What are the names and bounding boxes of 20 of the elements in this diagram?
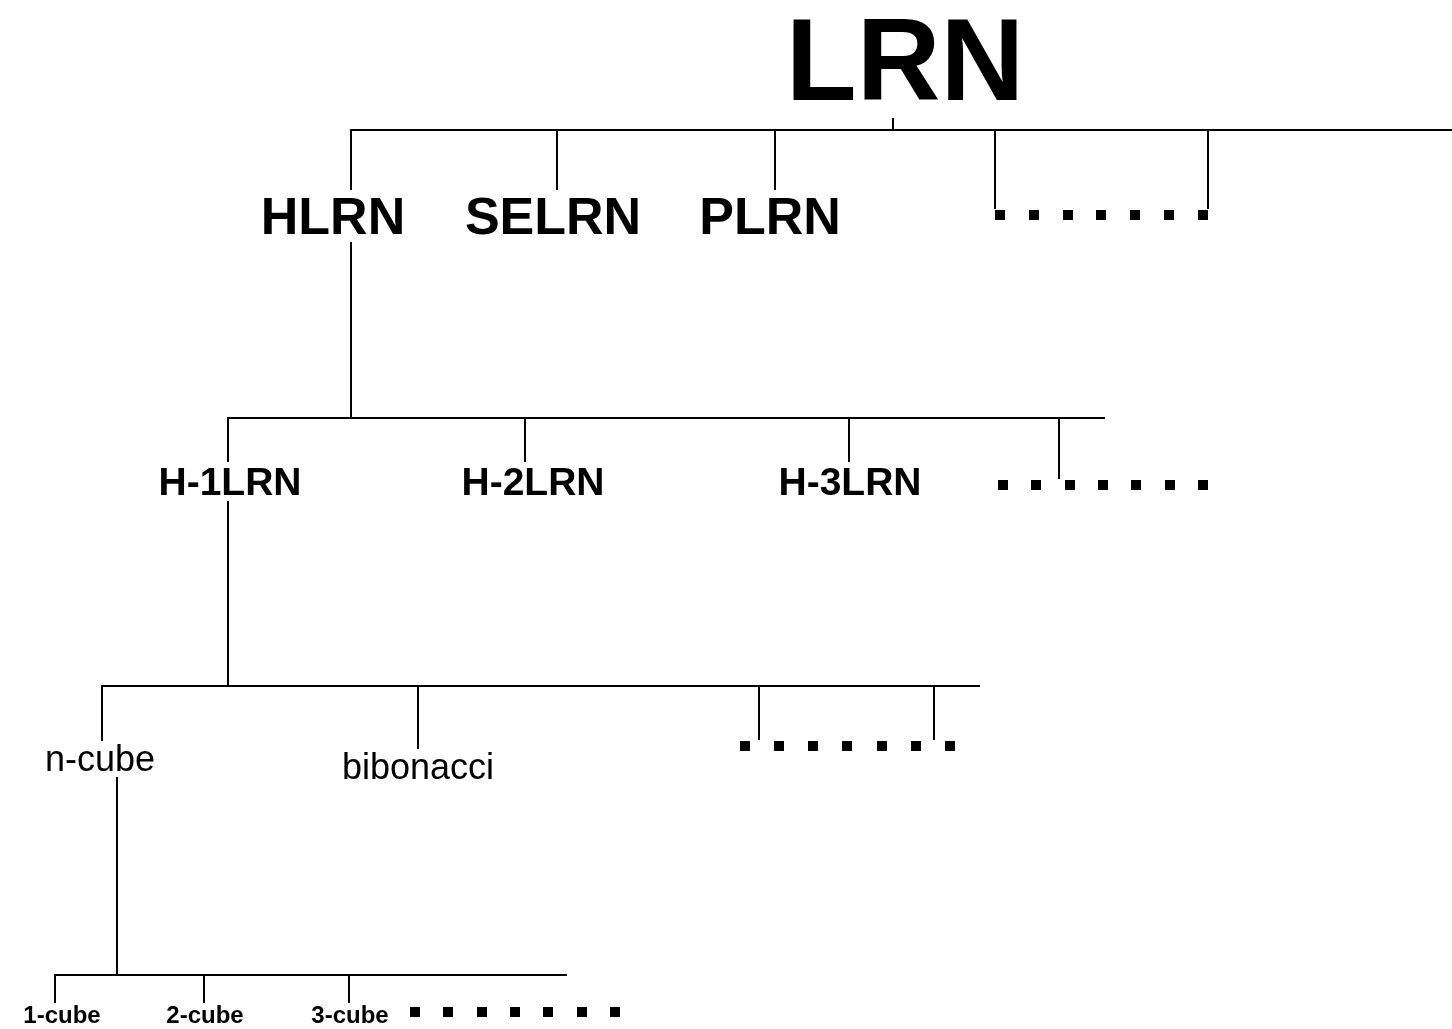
- ellipsis-dots: [410, 1006, 620, 1018]
- tree-label: n-cube: [44, 741, 156, 777]
- tree-label: 3-cube: [311, 1003, 389, 1027]
- tree-label: LRN: [785, 2, 1025, 118]
- tree-label: PLRN: [699, 190, 841, 242]
- tree-label: SELRN: [464, 190, 642, 242]
- tree-label: HLRN: [260, 190, 406, 242]
- tree-label: H-2LRN: [461, 462, 605, 501]
- tree-label: bibonacci: [341, 749, 495, 785]
- tree-label: 2-cube: [166, 1003, 244, 1027]
- ellipsis-dots: [998, 479, 1208, 491]
- tree-connector: [350, 241, 1060, 480]
- tree-label: 1-cube: [23, 1003, 101, 1027]
- tree-connector: [227, 500, 935, 741]
- ellipsis-dots: [740, 740, 955, 752]
- ellipsis-dots: [995, 209, 1208, 221]
- tree-connector: [892, 117, 1209, 210]
- tree-label: H-1LRN: [158, 462, 302, 501]
- tree-label: H-3LRN: [778, 462, 922, 501]
- tree-connector: [116, 776, 350, 1004]
